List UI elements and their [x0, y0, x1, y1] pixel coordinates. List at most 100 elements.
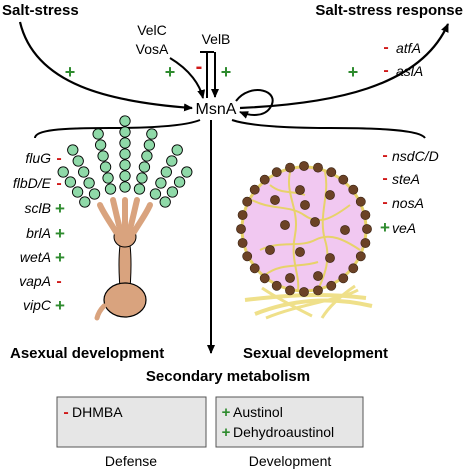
development-item-sign: +: [222, 404, 231, 421]
conidium: [166, 186, 179, 198]
response-gene-name: aslA: [396, 63, 423, 79]
conidium: [57, 166, 69, 178]
sexual-gene-sign: -: [382, 147, 387, 164]
salt-stress-response-label: Salt-stress response: [315, 2, 463, 19]
asexual-development-label: Asexual development: [10, 345, 164, 362]
asexual-gene-sign: -: [56, 273, 61, 290]
msna-label: MsnA: [196, 101, 237, 118]
ascospore: [360, 210, 371, 220]
ascospore: [265, 245, 275, 255]
ascospore: [270, 195, 280, 205]
conidium: [119, 115, 131, 127]
conidium: [119, 170, 131, 182]
ascospore: [348, 184, 359, 195]
defense-caption: Defense: [105, 453, 157, 469]
ascospore: [280, 220, 290, 230]
secondary-metabolism-label: Secondary metabolism: [146, 368, 310, 385]
ascospore: [271, 167, 282, 178]
sexual-gene-name: veA: [392, 220, 416, 236]
defense-item-text: DHMBA: [72, 404, 123, 420]
conidiophore-illustration: [57, 115, 193, 321]
conidium: [102, 172, 114, 184]
ascospores: [236, 161, 372, 297]
conidium: [92, 128, 104, 140]
ascospore: [313, 162, 323, 173]
ascospore: [299, 287, 309, 297]
ascospore: [313, 285, 323, 296]
ascospore: [236, 224, 246, 234]
ascospore: [338, 273, 349, 284]
ascospore: [285, 162, 295, 173]
ascospore: [249, 184, 260, 195]
conidia-chains: [57, 115, 193, 208]
ascospore: [338, 174, 349, 185]
response-gene-sign: -: [383, 39, 388, 56]
development-box: [215, 396, 364, 448]
ascospore: [325, 253, 335, 263]
asexual-gene-sign: +: [55, 224, 65, 243]
ascospore: [295, 247, 305, 257]
asexual-gene-name: brlA: [26, 225, 51, 241]
asexual-gene-sign: -: [56, 175, 61, 192]
response-gene-name: atfA: [396, 40, 421, 56]
ascospore: [340, 225, 350, 235]
sexual-development-label: Sexual development: [243, 345, 388, 362]
asexual-gene-list: fluG - flbD/E - sclB + brlA + wetA + vap…: [13, 150, 65, 315]
response-sign: +: [348, 62, 359, 82]
conidium: [166, 155, 178, 167]
conidium: [64, 176, 77, 188]
ascospore: [242, 251, 253, 262]
conidium: [171, 144, 183, 156]
conidium: [119, 126, 131, 138]
vosa-label: VosA: [136, 41, 169, 57]
ascospore: [326, 280, 337, 291]
conidium: [79, 196, 91, 208]
sexual-gene-list: - nsdC/D - steA - nosA + veA: [380, 147, 439, 237]
development-item-sign: +: [222, 424, 231, 441]
ascospore: [313, 271, 323, 281]
ascospore: [242, 196, 253, 207]
conidium: [146, 128, 158, 140]
sexual-gene-name: nosA: [392, 195, 424, 211]
ascospore: [285, 273, 295, 283]
conidium: [119, 137, 131, 149]
conidium: [83, 177, 95, 189]
conidium: [173, 176, 186, 188]
asexual-gene-name: vapA: [19, 273, 51, 289]
sexual-gene-sign: -: [382, 170, 387, 187]
ascospore: [285, 285, 295, 296]
ascospore: [362, 224, 372, 234]
ascospore: [271, 280, 282, 291]
conidium: [133, 183, 146, 195]
sexual-bracket: [231, 119, 426, 139]
ascospore: [310, 217, 320, 227]
asexual-gene-name: flbD/E: [13, 175, 52, 191]
asexual-gene-name: sclB: [25, 200, 51, 216]
ascospore: [249, 263, 260, 274]
ascospore: [300, 200, 310, 210]
ascospore: [326, 167, 337, 178]
conidium: [181, 166, 193, 178]
conidium: [119, 148, 131, 160]
conidium: [159, 196, 171, 208]
conidium: [71, 186, 84, 198]
asexual-bracket: [34, 119, 201, 139]
conidium: [141, 150, 153, 162]
cleistothecium-illustration: [236, 161, 373, 320]
sexual-gene-name: steA: [392, 171, 420, 187]
ascospore: [355, 251, 366, 262]
ascospore: [295, 185, 305, 195]
conidium: [94, 139, 107, 151]
asexual-gene-name: wetA: [20, 249, 51, 265]
conidium: [119, 159, 131, 171]
asexual-gene-sign: +: [55, 296, 65, 315]
salt-stress-label: Salt-stress: [2, 2, 79, 19]
conidium: [88, 188, 101, 200]
response-gene-sign: -: [383, 62, 388, 79]
conidium: [104, 183, 117, 195]
development-item-text: Dehydroaustinol: [233, 424, 334, 440]
conidium: [143, 139, 156, 151]
velc-label: VelC: [137, 22, 167, 38]
asexual-gene-name: vipC: [23, 297, 52, 313]
